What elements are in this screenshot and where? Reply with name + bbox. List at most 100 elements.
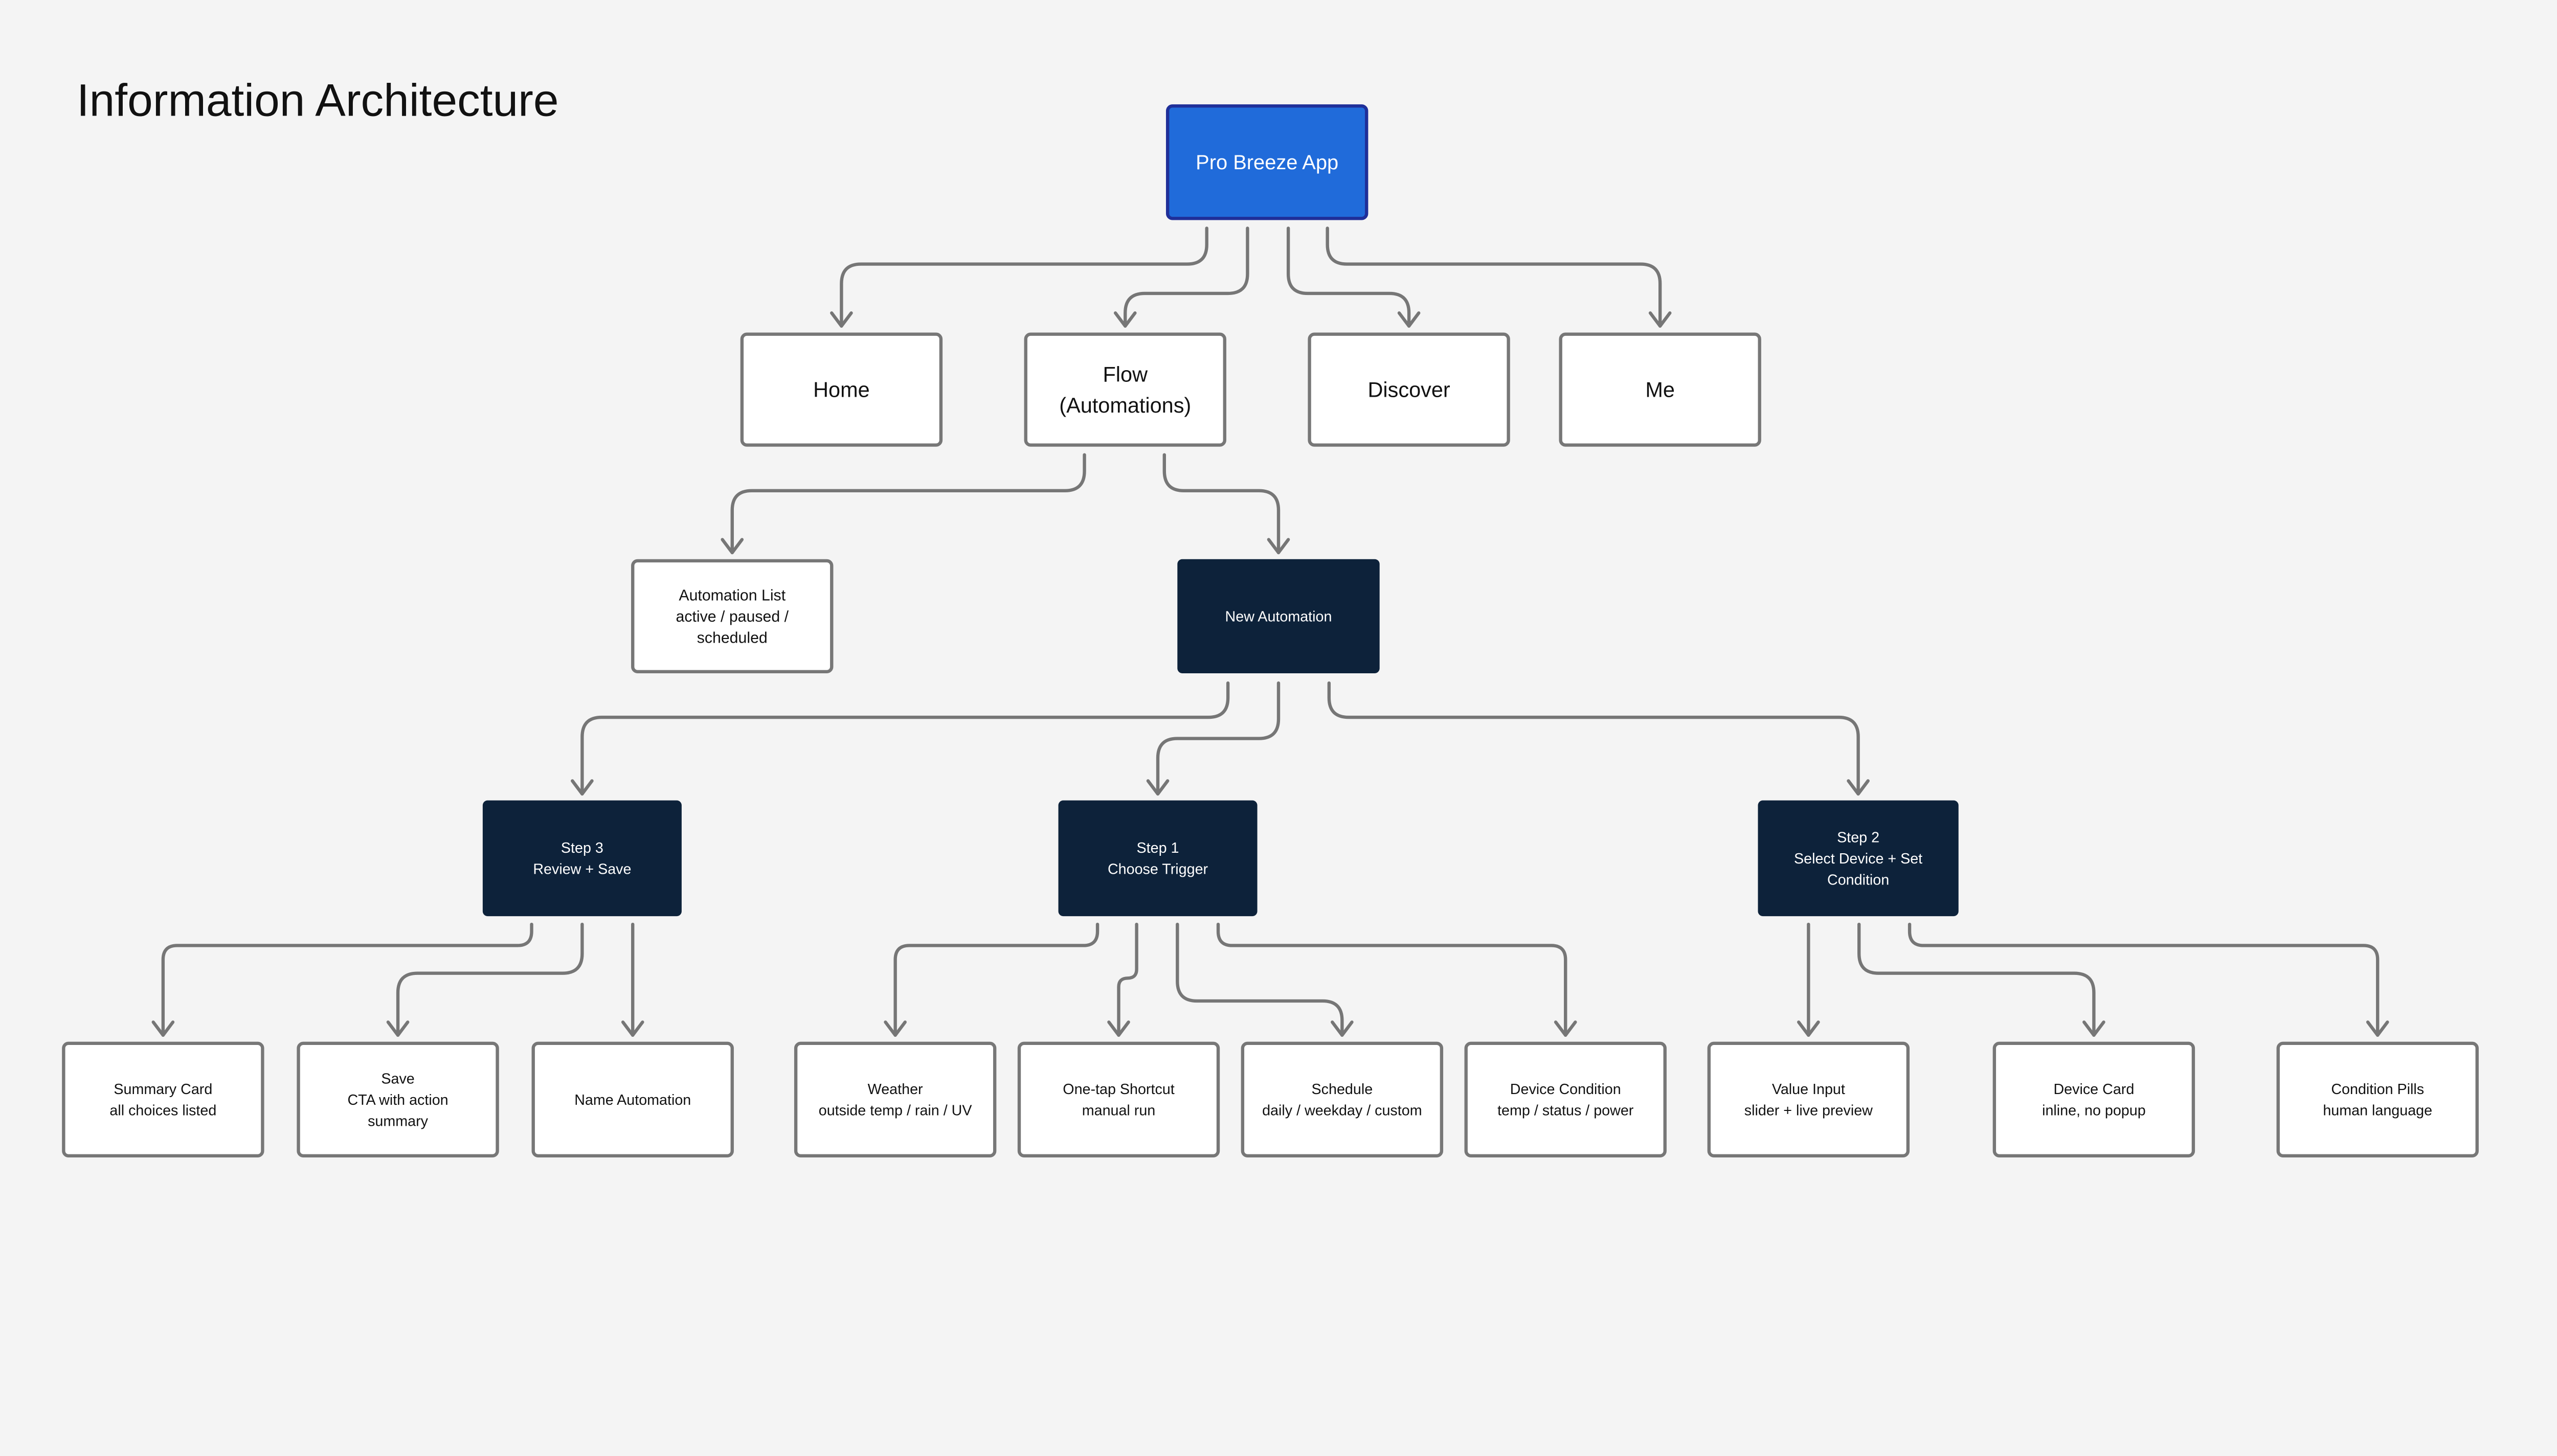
connector-line	[1124, 226, 1249, 328]
connector-line	[893, 922, 1100, 1037]
connector-root-to-flow	[1113, 226, 1249, 328]
node-title: Device Card	[2053, 1081, 2134, 1098]
node-label: Discover	[1368, 378, 1450, 402]
connector-new-automation-to-step1	[1146, 681, 1281, 796]
node-box	[1464, 1041, 1667, 1158]
arrowhead-icon	[1648, 311, 1672, 328]
node-one-tap-shortcut[interactable]: One-tap Shortcut manual run	[1017, 1041, 1220, 1158]
arrowhead-icon	[1847, 779, 1870, 796]
connector-line	[1176, 922, 1344, 1037]
arrowhead-icon	[884, 1020, 907, 1037]
node-device-condition[interactable]: Device Condition temp / status / power	[1464, 1041, 1667, 1158]
arrowhead-icon	[830, 311, 853, 328]
node-discover[interactable]: Discover	[1308, 332, 1510, 447]
node-label: Device Condition temp / status / power	[1497, 1081, 1634, 1119]
node-title: New Automation	[1225, 608, 1332, 625]
connector-flow-to-new-automation	[1162, 453, 1290, 555]
connector-step3-to-name-automation	[621, 922, 644, 1037]
node-subtitle: slider + live preview	[1744, 1103, 1873, 1119]
node-new-automation[interactable]: New Automation	[1177, 559, 1380, 673]
node-subtitle: all choices listed	[109, 1103, 216, 1119]
node-title: Home	[813, 378, 870, 402]
connector-root-to-discover	[1286, 226, 1421, 328]
node-subtitle: inline, no popup	[2042, 1103, 2146, 1119]
connector-step1-to-one-tap-shortcut	[1107, 922, 1138, 1037]
node-box	[62, 1041, 264, 1158]
node-box	[1241, 1041, 1444, 1158]
node-subtitle: scheduled	[697, 629, 768, 646]
connector-step1-to-weather	[884, 922, 1100, 1037]
connector-line	[396, 922, 584, 1037]
node-box	[1177, 559, 1380, 673]
connector-line	[1857, 922, 2096, 1037]
node-subtitle: human language	[2323, 1103, 2432, 1119]
arrowhead-icon	[721, 538, 744, 555]
node-title: Condition Pills	[2331, 1081, 2424, 1098]
node-subtitle: manual run	[1082, 1103, 1156, 1119]
connector-root-to-me	[1326, 226, 1672, 328]
node-box	[631, 559, 834, 673]
node-subtitle: summary	[368, 1113, 429, 1129]
node-title: Device Condition	[1510, 1081, 1621, 1098]
node-root[interactable]: Pro Breeze App	[1165, 104, 1369, 220]
node-box	[794, 1041, 997, 1158]
node-flow[interactable]: Flow(Automations)	[1024, 332, 1226, 447]
node-me[interactable]: Me	[1559, 332, 1761, 447]
page-title: Information Architecture	[77, 74, 559, 125]
node-box	[1707, 1041, 1910, 1158]
arrowhead-icon	[1107, 1020, 1130, 1037]
connector-step3-to-save	[386, 922, 584, 1037]
arrowhead-icon	[1113, 311, 1137, 328]
connector-step2-to-condition-pills	[1908, 922, 2389, 1037]
node-subtitle: Review + Save	[533, 861, 631, 878]
node-subtitle: Choose Trigger	[1108, 861, 1208, 878]
node-home[interactable]: Home	[740, 332, 943, 447]
node-label: Home	[813, 378, 870, 402]
node-box	[1559, 332, 1761, 447]
node-title: Discover	[1368, 378, 1450, 402]
connector-line	[1216, 922, 1567, 1037]
connector-root-to-home	[830, 226, 1208, 328]
node-device-card[interactable]: Device Card inline, no popup	[1992, 1041, 2195, 1158]
node-box	[1758, 800, 1959, 917]
node-label: New Automation	[1225, 608, 1332, 625]
node-subtitle: CTA with action	[347, 1092, 448, 1108]
connector-line	[1286, 226, 1411, 328]
node-label: Flow(Automations)	[1059, 362, 1191, 417]
arrowhead-icon	[1797, 1020, 1820, 1037]
node-box	[297, 1041, 499, 1158]
node-title: Flow	[1103, 362, 1149, 386]
connector-line	[840, 226, 1208, 328]
node-title: Pro Breeze App	[1196, 151, 1338, 174]
node-label: Condition Pills human language	[2323, 1081, 2432, 1119]
arrowhead-icon	[1331, 1020, 1354, 1037]
arrowhead-icon	[1397, 311, 1421, 328]
node-title: Step 2	[1837, 829, 1879, 846]
connector-line	[1326, 226, 1662, 328]
arrowhead-icon	[1554, 1020, 1577, 1037]
node-label: Name Automation	[574, 1092, 691, 1108]
connector-line	[1327, 681, 1860, 796]
node-name-automation[interactable]: Name Automation	[531, 1041, 734, 1158]
node-subtitle: temp / status / power	[1497, 1103, 1634, 1119]
node-condition-pills[interactable]: Condition Pills human language	[2276, 1041, 2479, 1158]
node-title: One-tap Shortcut	[1063, 1081, 1174, 1098]
node-box	[1308, 332, 1510, 447]
connector-step2-to-device-card	[1857, 922, 2105, 1037]
connector-line	[1908, 922, 2380, 1037]
node-title: Weather	[868, 1081, 923, 1098]
arrowhead-icon	[386, 1020, 410, 1037]
